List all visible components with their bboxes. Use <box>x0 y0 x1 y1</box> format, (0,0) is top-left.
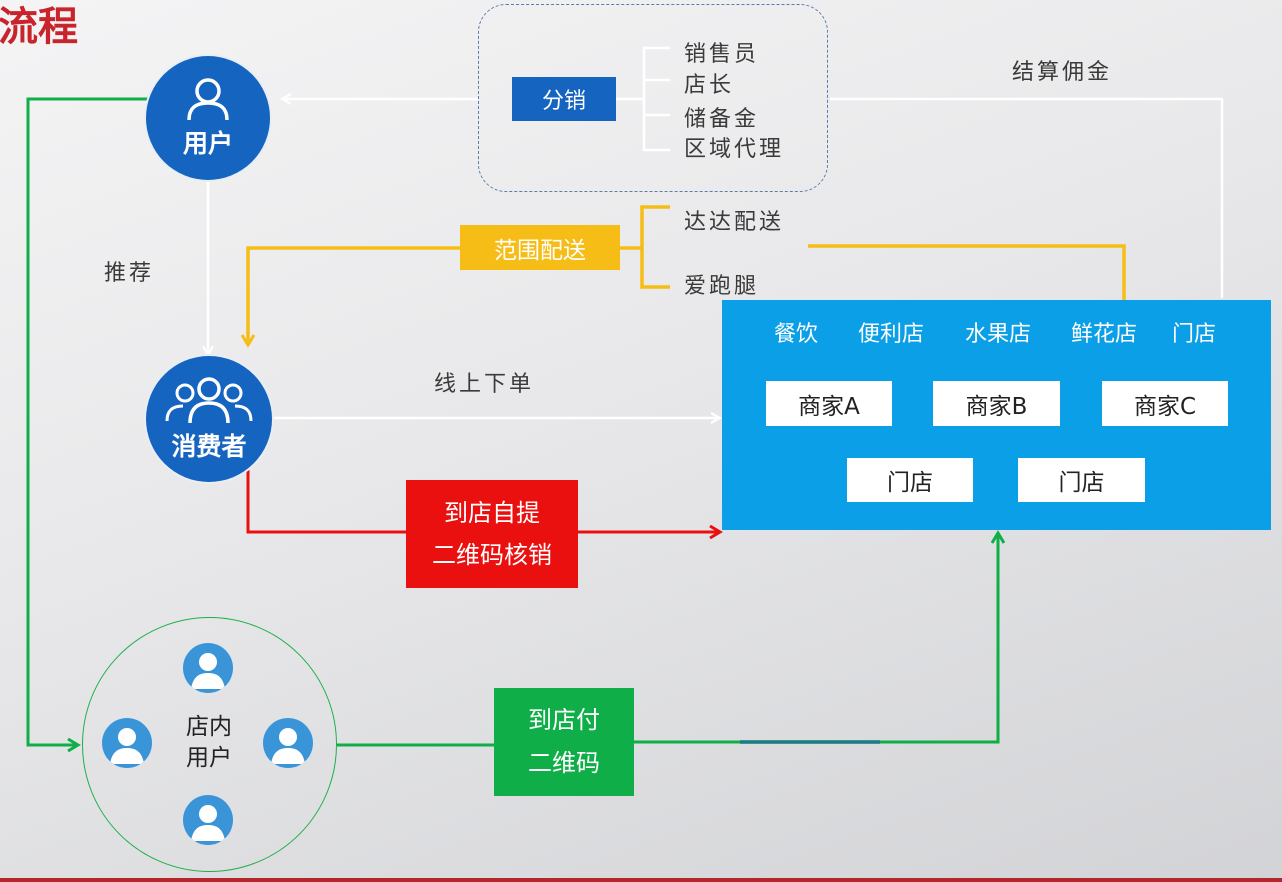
distribution-brace <box>642 46 670 152</box>
delivery-option-paotui: 爱跑腿 <box>684 274 760 299</box>
edge-pay-to-merchants <box>634 533 998 744</box>
distribution-group <box>478 4 828 192</box>
delivery-option-dada: 达达配送 <box>684 210 785 235</box>
instore-users-group <box>82 617 337 872</box>
category-fruit: 水果店 <box>965 322 1032 347</box>
person-avatar-icon <box>183 795 233 845</box>
instore-users-label: 店内 用户 <box>176 712 242 774</box>
delivery-brace <box>640 205 670 289</box>
category-flower: 鲜花店 <box>1071 322 1138 347</box>
person-icon <box>187 78 229 121</box>
edge-commission <box>830 97 1224 298</box>
commission-label: 结算佣金 <box>1012 60 1113 85</box>
edge-pickup <box>246 470 406 534</box>
page-title: 流程 <box>0 4 78 50</box>
user-label: 用户 <box>182 129 233 158</box>
consumer-node: 消费者 <box>146 356 272 482</box>
recommend-label: 推荐 <box>104 261 155 286</box>
merchant-b: 商家B <box>933 381 1060 426</box>
role-sales: 销售员 <box>684 42 760 67</box>
merchant-c: 商家C <box>1102 381 1228 426</box>
merchant-b-store-2: 门店 <box>1018 458 1145 502</box>
person-avatar-icon <box>102 718 152 768</box>
category-dining: 餐饮 <box>774 322 819 347</box>
delivery-tag: 范围配送 <box>460 225 620 270</box>
edge-delivery-to-consumer <box>248 246 460 345</box>
instore-line2: 用户 <box>186 745 232 771</box>
category-store: 门店 <box>1172 322 1217 347</box>
person-avatar-icon <box>183 643 233 693</box>
instore-line1: 店内 <box>186 714 232 740</box>
merchant-b-store-1: 门店 <box>847 458 973 502</box>
role-agent: 区域代理 <box>684 137 785 162</box>
pay-line1: 到店付 <box>528 705 600 734</box>
online-order-label: 线上下单 <box>434 372 535 397</box>
pay-in-store-tag: 到店付 二维码 <box>494 688 634 796</box>
distribution-tag: 分销 <box>512 77 616 121</box>
edge-user-to-instore <box>26 97 148 745</box>
role-reserve: 储备金 <box>684 107 760 132</box>
pay-line2: 二维码 <box>528 749 600 777</box>
edge-delivery-from-merchants <box>808 244 1126 300</box>
bottom-divider <box>0 878 1282 882</box>
pickup-line2: 二维码核销 <box>432 541 552 569</box>
consumer-label: 消费者 <box>171 432 247 461</box>
person-avatar-icon <box>263 718 313 768</box>
user-node: 用户 <box>146 56 270 180</box>
pickup-line1: 到店自提 <box>444 499 540 527</box>
merchant-a: 商家A <box>766 381 892 426</box>
category-convenience: 便利店 <box>858 322 925 347</box>
pickup-tag: 到店自提 二维码核销 <box>406 480 578 588</box>
group-icon <box>165 377 253 424</box>
role-manager: 店长 <box>684 73 735 98</box>
